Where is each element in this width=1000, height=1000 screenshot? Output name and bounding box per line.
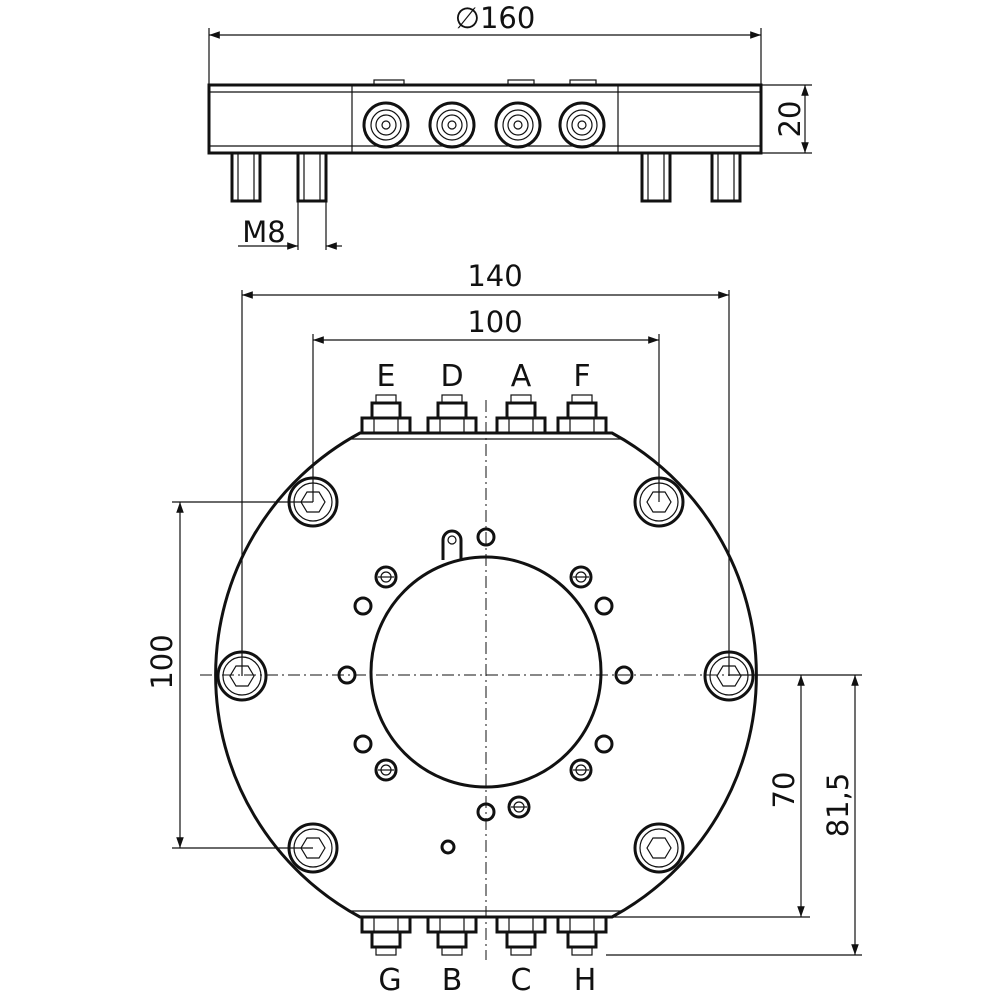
bottom-fitting-icon xyxy=(426,915,478,956)
dim-70-label: 70 xyxy=(767,772,801,809)
width-140-label: 140 xyxy=(467,259,522,293)
port-label-b: B xyxy=(442,963,463,998)
port-label-f: F xyxy=(573,359,590,394)
height-100-label: 100 xyxy=(145,634,179,689)
pin-icon xyxy=(710,151,742,203)
fitting-icon xyxy=(428,101,476,149)
bottom-fitting-icon xyxy=(556,915,608,956)
diameter-dimension-label: ∅160 xyxy=(455,1,536,35)
plug-screw-icon xyxy=(507,795,531,819)
port-label-e: E xyxy=(377,359,396,394)
dim-81-5-label: 81,5 xyxy=(821,773,855,838)
top-fitting-icon xyxy=(495,394,547,435)
plate-body xyxy=(207,83,763,155)
width-100-label: 100 xyxy=(467,305,522,339)
center-bore xyxy=(369,555,603,789)
top-fitting-icon xyxy=(360,394,412,435)
top-fitting-icon xyxy=(426,394,478,435)
port-label-a: A xyxy=(511,359,532,394)
top-view: ∅160 20 M8 xyxy=(207,1,812,250)
hex-screw-icon xyxy=(633,822,685,874)
pin-icon xyxy=(640,151,672,203)
pin-icon xyxy=(230,151,262,203)
plug-screw-icon xyxy=(374,565,398,589)
height-dimension-label: 20 xyxy=(773,101,807,138)
port-label-g: G xyxy=(378,963,401,998)
top-fitting-icon xyxy=(556,394,608,435)
port-label-d: D xyxy=(440,359,463,394)
bottom-fitting-icon xyxy=(360,915,412,956)
plug-screw-icon xyxy=(569,758,593,782)
key-tab-icon xyxy=(441,529,463,560)
plug-screw-icon xyxy=(374,758,398,782)
port-label-c: C xyxy=(511,963,532,998)
fitting-icon xyxy=(494,101,542,149)
plug-screw-icon xyxy=(569,565,593,589)
fitting-icon xyxy=(362,101,410,149)
fitting-icon xyxy=(558,101,606,149)
bottom-fitting-icon xyxy=(495,915,547,956)
hole-icon xyxy=(337,527,634,855)
front-view: E D A F G B C H 140 100 100 70 81,5 xyxy=(145,259,862,998)
thread-dimension-label: M8 xyxy=(242,215,285,249)
port-label-h: H xyxy=(574,963,597,998)
pin-icon xyxy=(296,151,328,203)
